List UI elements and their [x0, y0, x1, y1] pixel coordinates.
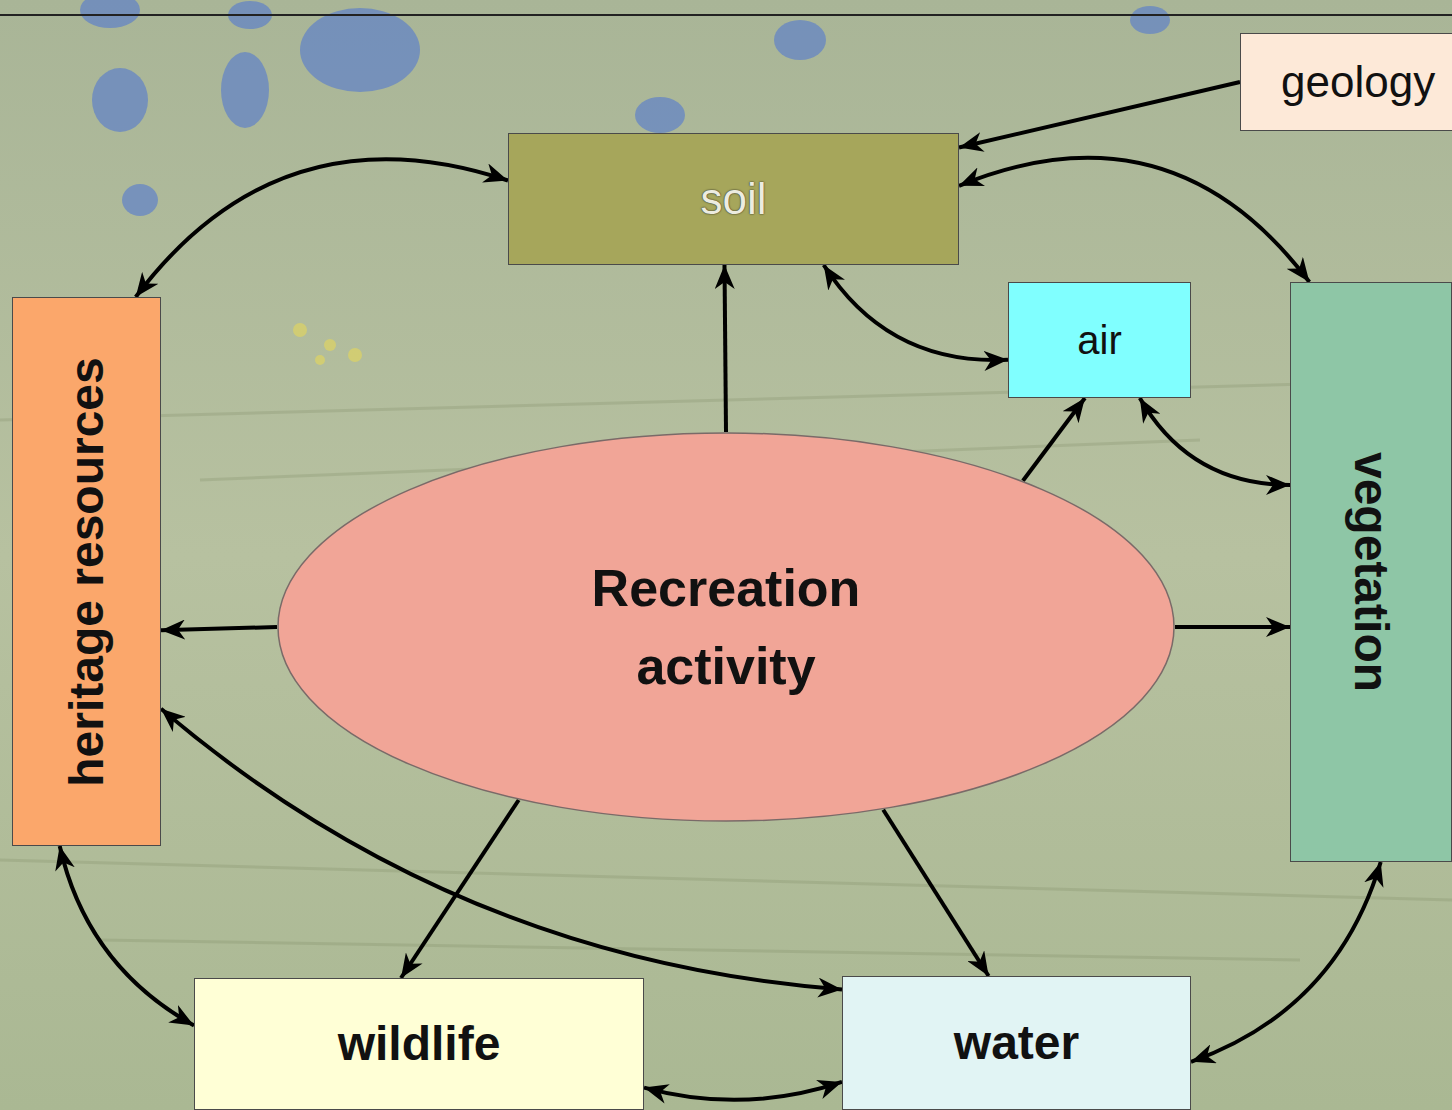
- air-box: air: [1008, 282, 1191, 398]
- curved-arrow: [60, 846, 194, 1026]
- node-label: geology: [1281, 56, 1435, 109]
- geology-box: geology: [1240, 33, 1452, 131]
- curved-arrow: [1191, 862, 1381, 1062]
- curved-arrow: [136, 159, 508, 297]
- node-label: vegetation: [1342, 452, 1400, 692]
- node-label: Recreation activity: [516, 549, 936, 705]
- straight-arrow: [725, 265, 727, 432]
- node-label: air: [1077, 316, 1121, 364]
- node-label: water: [954, 1014, 1079, 1072]
- node-label: soil: [700, 173, 766, 226]
- yellow-flowers: [293, 323, 362, 365]
- curved-arrow: [824, 265, 1008, 360]
- curved-arrow: [959, 158, 1309, 282]
- straight-arrow: [883, 810, 988, 976]
- straight-arrow: [1175, 625, 1290, 629]
- curved-arrow: [644, 1082, 842, 1100]
- straight-arrow: [161, 627, 277, 630]
- wildlife-box: wildlife: [194, 978, 644, 1110]
- vegetation-box: vegetation: [1290, 282, 1452, 862]
- ellipse-outline: [277, 432, 1175, 822]
- heritage-box: heritage resources: [12, 297, 161, 846]
- recreation-ellipse: Recreation activity: [277, 432, 1175, 822]
- node-label: wildlife: [338, 1015, 501, 1073]
- straight-arrow: [401, 800, 519, 978]
- water-box: water: [842, 976, 1191, 1110]
- soil-box: soil: [508, 133, 959, 265]
- ellipse-shape: [278, 433, 1174, 821]
- curved-arrow: [1140, 398, 1290, 485]
- node-label: heritage resources: [58, 357, 116, 787]
- straight-arrow: [959, 82, 1240, 148]
- grass-texture: [0, 380, 1452, 960]
- straight-arrow: [1023, 398, 1085, 481]
- title-rule: [0, 14, 1452, 16]
